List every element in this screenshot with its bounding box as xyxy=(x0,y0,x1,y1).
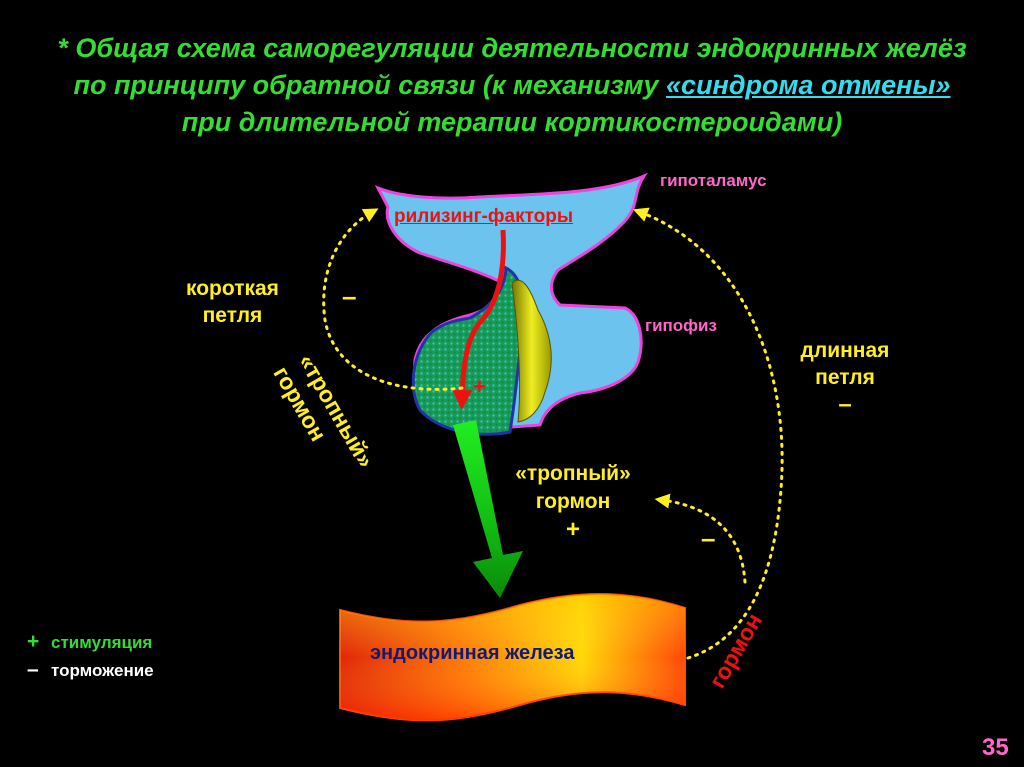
tropic-hormone-label: «тропный» гормон + xyxy=(493,460,653,544)
legend: + стимуляция –торможение xyxy=(27,628,154,684)
slide-title: * Общая схема саморегуляции деятельности… xyxy=(0,30,1024,141)
legend-plus-sign: + xyxy=(27,630,40,653)
short-loop-label: короткая петля xyxy=(186,275,279,329)
long-loop-minus: – xyxy=(838,391,852,418)
short-loop-line-1: короткая xyxy=(186,277,279,300)
tropic-hormone-rotated-label: «тропный» гормон xyxy=(268,348,382,492)
legend-plus-text: стимуляция xyxy=(51,633,153,652)
endocrine-gland-label: эндокринная железа xyxy=(370,642,575,664)
tropic-hormone-arrow xyxy=(453,420,523,598)
tropic-hormone-line-1: «тропный» xyxy=(515,462,631,485)
title-line-2-text: по принципу обратной связи (к механизму xyxy=(73,70,667,100)
long-loop-line-2: петля xyxy=(815,366,875,389)
legend-stimulation: + стимуляция xyxy=(27,628,154,656)
withdrawal-syndrome-link[interactable]: «синдрома отмены» xyxy=(666,70,951,100)
long-loop-label: длинная петля – xyxy=(790,337,900,418)
long-loop-arrow[interactable] xyxy=(632,207,784,660)
hormone-rotated-label: гормон xyxy=(704,609,767,693)
pituitary-label: гипофиз xyxy=(645,316,717,335)
tropic-hormone-plus: + xyxy=(565,516,580,543)
legend-minus-sign: – xyxy=(27,658,39,681)
short-loop-line-2: петля xyxy=(202,304,263,327)
short-loop-minus: – xyxy=(342,281,357,311)
short-loop-arrow[interactable] xyxy=(322,208,464,391)
title-line-3: при длительной терапии кортикостероидами… xyxy=(181,107,843,137)
posterior-pituitary xyxy=(511,279,552,423)
page-number: 35 xyxy=(982,734,1009,761)
long-loop-line-1: длинная xyxy=(800,339,890,362)
gland-to-pituitary-loop[interactable] xyxy=(654,493,747,584)
releasing-factor-arrow xyxy=(452,229,506,410)
hypothalamus-label: гипоталамус xyxy=(660,171,767,190)
pituitary-plus: + xyxy=(473,374,486,399)
gland-loop-minus: – xyxy=(701,523,716,553)
legend-inhibition: –торможение xyxy=(27,656,154,684)
releasing-factors-label: рилизинг-факторы xyxy=(394,206,574,227)
title-line-2: по принципу обратной связи (к механизму … xyxy=(0,67,1024,104)
legend-minus-text: торможение xyxy=(51,661,154,680)
title-line-1: * Общая схема саморегуляции деятельности… xyxy=(57,33,967,63)
tropic-hormone-line-2: гормон xyxy=(535,490,611,513)
